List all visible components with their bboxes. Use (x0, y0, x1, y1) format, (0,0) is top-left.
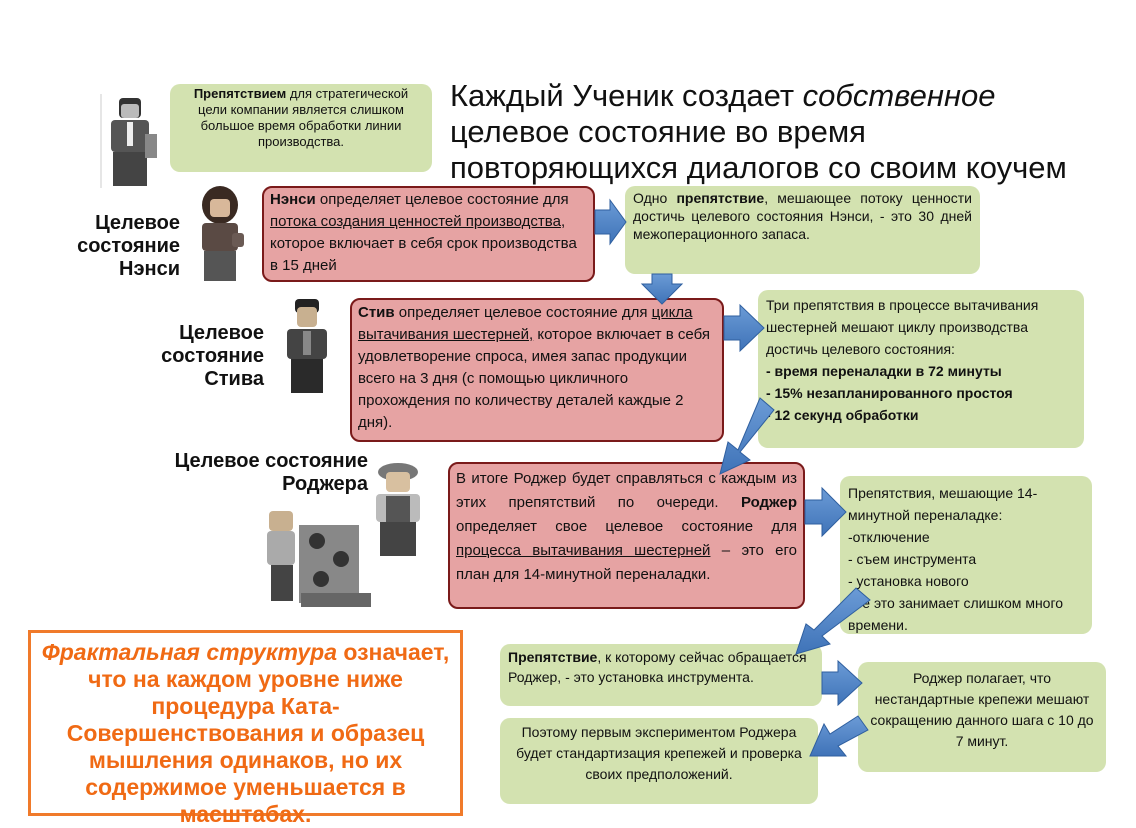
roger-target-box: В итоге Роджер будет справляться с кажды… (448, 462, 805, 609)
nancy-target-box: Нэнси определяет целевое состояние для п… (262, 186, 595, 282)
manager-figure-icon (97, 92, 163, 190)
roger-figure-icon (376, 463, 420, 556)
experiment-box: Поэтому первым экспериментом Роджера буд… (500, 718, 818, 804)
arrow-obstacles-to-roger (719, 397, 775, 475)
machine-figure-icon (267, 511, 371, 607)
arrow-current-to-hypothesis (821, 659, 863, 707)
nancy-obstacle-box: Одно препятствие, мешающее потоку ценнос… (625, 186, 980, 274)
page-title: Каждый Ученик создает собственное целево… (450, 78, 1067, 185)
nancy-figure-icon (202, 186, 244, 281)
fractal-note-box: Фрактальная структура означает, что на к… (28, 630, 463, 827)
arrow-obstacle-to-steve (640, 273, 684, 305)
roger-hypothesis-box: Роджер полагает, что нестандартные крепе… (858, 662, 1106, 772)
company-obstacle-box: Препятствием для стратегической цели ком… (170, 84, 432, 172)
steve-figure-icon (287, 299, 327, 393)
arrow-obstacles-to-current (795, 587, 871, 655)
arrow-roger-to-obstacles (804, 486, 847, 538)
steve-obstacles-box: Три препятствия в процессе вытачивания ш… (758, 290, 1084, 448)
current-obstacle-box: Препятствие, к которому сейчас обращаетс… (500, 644, 822, 706)
arrow-steve-to-obstacles (723, 303, 765, 353)
arrow-nancy-to-obstacle (594, 198, 627, 246)
arrow-hypothesis-to-experiment (809, 715, 869, 757)
steve-target-box: Стив определяет целевое состояние для ци… (350, 298, 724, 442)
roger-obstacles-box: Препятствия, мешающие 14-минутной перена… (840, 476, 1092, 634)
